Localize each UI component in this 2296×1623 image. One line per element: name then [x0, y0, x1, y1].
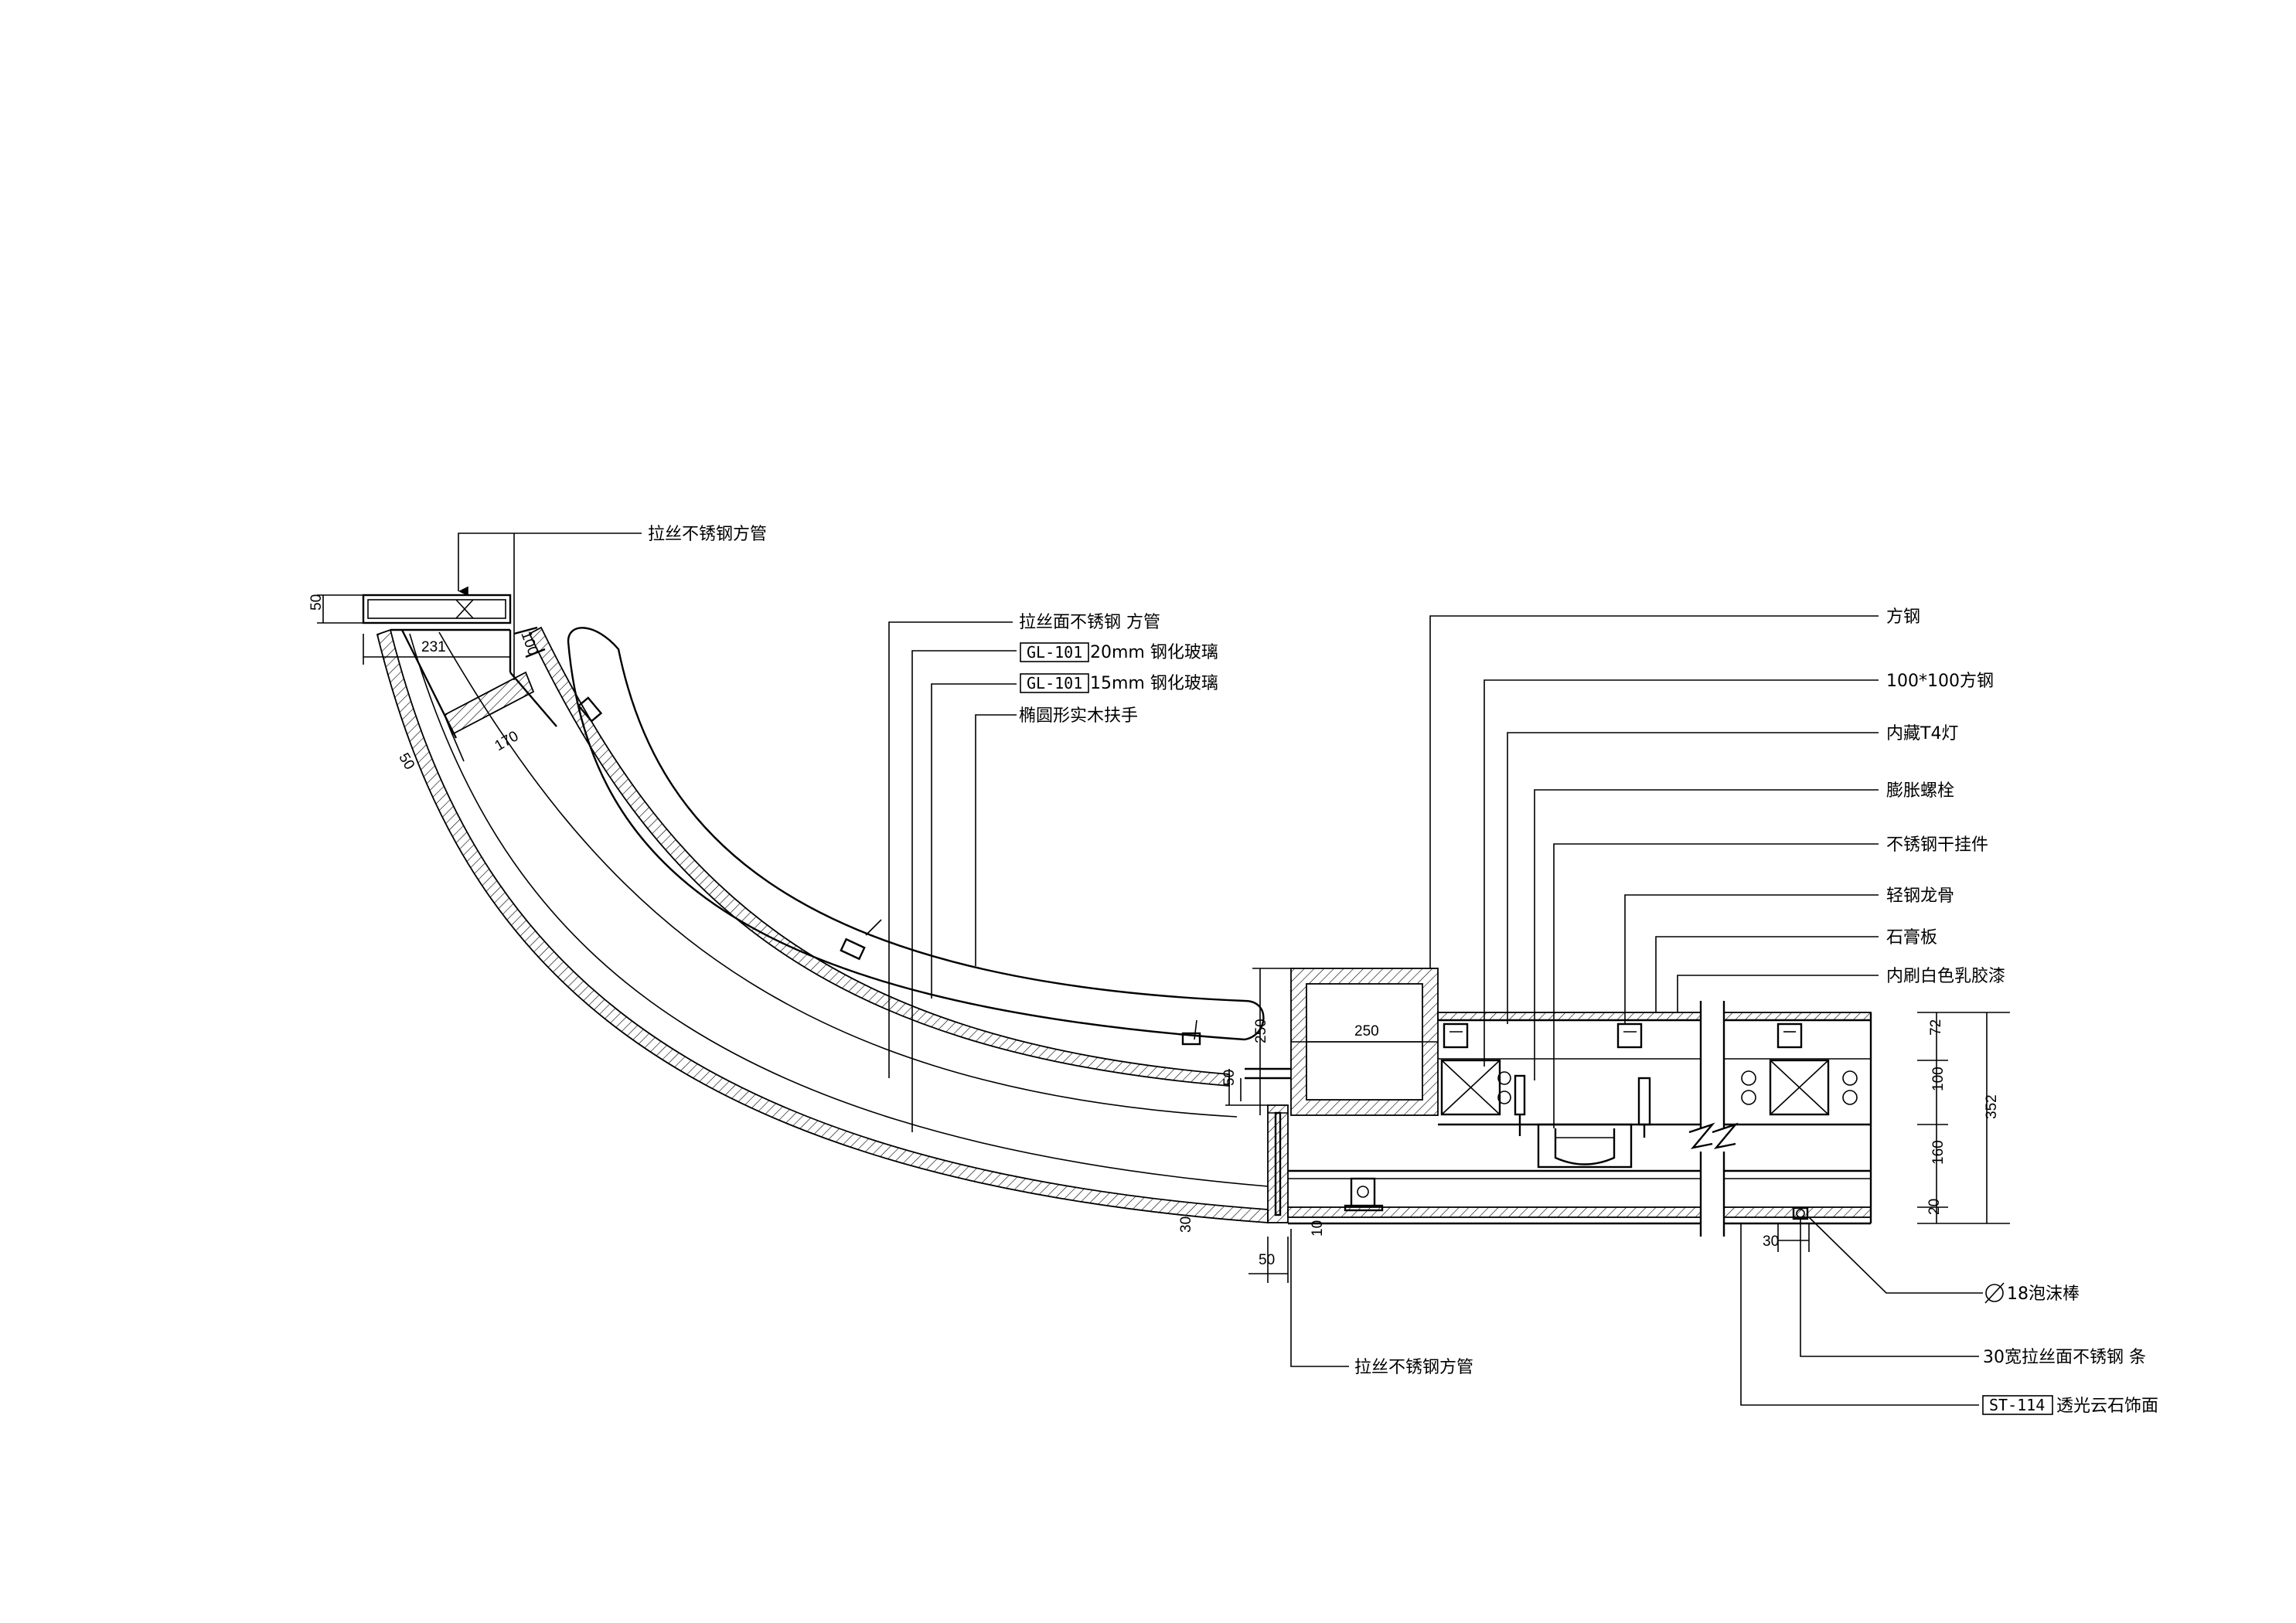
- curved-glass-20mm: [376, 628, 1269, 1223]
- lower-square-tube: [1267, 1104, 1289, 1223]
- oval-wood-handrail: [567, 627, 1265, 1041]
- light-steel-keel: [1443, 1022, 1803, 1049]
- label-latex-paint: 内刷白色乳胶漆: [1886, 967, 2005, 986]
- handrail-bracket: [840, 937, 866, 961]
- dim-352: 352: [1984, 1094, 2000, 1119]
- code-box-glass15: [1020, 673, 1089, 693]
- label-bottom-tube: 拉丝不锈钢方管: [1354, 1358, 1473, 1377]
- diameter-symbol: [1985, 1284, 2004, 1302]
- handrail-bracket: [577, 696, 603, 723]
- code-glass15: GL-101: [1027, 674, 1082, 692]
- label-top-left-tube: 拉丝不锈钢方管: [648, 525, 767, 544]
- label-onyx: 透光云石饰面: [2056, 1397, 2158, 1416]
- top-square-tube: [362, 594, 512, 624]
- dimension-lines: [317, 594, 2010, 1283]
- label-gypsum: 石膏板: [1886, 928, 1937, 948]
- diagonal-brace: [443, 671, 535, 736]
- code-box-onyx: [1982, 1395, 2053, 1415]
- dim-30-left: 30: [1178, 1216, 1194, 1233]
- code-glass20: GL-101: [1027, 643, 1082, 662]
- dim-231: 231: [421, 639, 446, 655]
- dim-250-horizontal: 250: [1354, 1023, 1379, 1039]
- label-t4-light: 内藏T4灯: [1886, 724, 1958, 743]
- label-steel-100: 100*100方钢: [1886, 672, 1994, 691]
- label-square-steel: 方钢: [1886, 607, 1920, 627]
- dry-hang-and-light: [1537, 1077, 1651, 1169]
- onyx-facing: [1287, 1206, 1702, 1218]
- leader-lines: [458, 532, 1983, 1406]
- dim-160: 160: [1930, 1140, 1947, 1165]
- label-glass-20mm: 20mm 钢化玻璃: [1090, 643, 1218, 662]
- label-anchor-bolt: 膨胀螺栓: [1886, 781, 1954, 801]
- stainless-clip: [1344, 1177, 1809, 1220]
- label-light-keel: 轻钢龙骨: [1886, 886, 1954, 906]
- gypsum-board-top: [1437, 1012, 1702, 1021]
- curved-railing: [376, 626, 1269, 1223]
- dim-170: 170: [492, 728, 522, 754]
- code-box-glass20: [1020, 642, 1089, 662]
- steel-100-right: [1741, 1059, 1858, 1116]
- dim-100-vertical: 100: [1930, 1067, 1947, 1091]
- label-dry-hang: 不锈钢干挂件: [1886, 835, 1988, 855]
- code-onyx: ST-114: [1989, 1396, 2045, 1414]
- dim-50-bottom: 50: [1259, 1252, 1275, 1268]
- dim-20: 20: [1926, 1199, 1943, 1215]
- label-glass-15mm: 15mm 钢化玻璃: [1090, 674, 1218, 693]
- dim-50-mid: 50: [1221, 1070, 1238, 1086]
- steel-100-left: [1440, 1059, 1526, 1136]
- label-face-tube: 拉丝面不锈钢 方管: [1019, 613, 1160, 632]
- handrail-bracket: [1181, 1032, 1201, 1046]
- dim-250-vertical: 250: [1253, 1019, 1269, 1043]
- curved-glass-15mm: [528, 626, 1230, 1087]
- dim-10: 10: [1310, 1220, 1326, 1237]
- dim-72: 72: [1928, 1019, 1944, 1036]
- ceiling-assembly: [1287, 1001, 1872, 1237]
- label-strip-30: 30宽拉丝面不锈钢 条: [1983, 1348, 2146, 1367]
- dim-30-bottom: 30: [1763, 1233, 1779, 1250]
- label-foam-rod: 18泡沫棒: [2007, 1284, 2080, 1304]
- dim-50-top: 50: [308, 594, 325, 611]
- label-handrail: 椭圆形实木扶手: [1019, 706, 1138, 726]
